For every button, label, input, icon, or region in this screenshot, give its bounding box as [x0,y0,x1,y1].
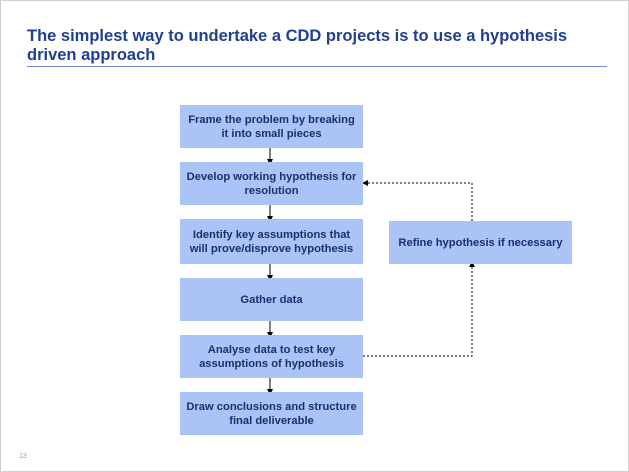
step-develop-hypothesis: Develop working hypothesis for resolutio… [180,162,363,205]
title-underline [27,66,607,67]
step-identify-assumptions-label: Identify key assumptions that will prove… [189,228,354,255]
step-gather-data: Gather data [180,278,363,321]
slide-title: The simplest way to undertake a CDD proj… [27,27,568,64]
step-gather-data-label: Gather data [240,293,303,306]
step-identify-assumptions: Identify key assumptions that will prove… [180,219,363,264]
step-draw-conclusions-label: Draw conclusions and structure final del… [186,400,357,427]
feedback-arrow-to-refine [363,261,475,357]
feedback-arrow-to-develop [362,180,473,221]
step-analyse-data-label: Analyse data to test key assumptions of … [199,343,344,370]
step-analyse-data: Analyse data to test key assumptions of … [180,335,363,378]
step-frame-problem: Frame the problem by breaking it into sm… [180,105,363,148]
step-frame-problem-label: Frame the problem by breaking it into sm… [188,113,355,140]
refine-hypothesis-box: Refine hypothesis if necessary [389,221,572,264]
slide-number: 13 [19,453,27,460]
step-draw-conclusions: Draw conclusions and structure final del… [180,392,363,435]
step-develop-hypothesis-label: Develop working hypothesis for resolutio… [186,170,357,197]
refine-hypothesis-label: Refine hypothesis if necessary [398,236,563,249]
